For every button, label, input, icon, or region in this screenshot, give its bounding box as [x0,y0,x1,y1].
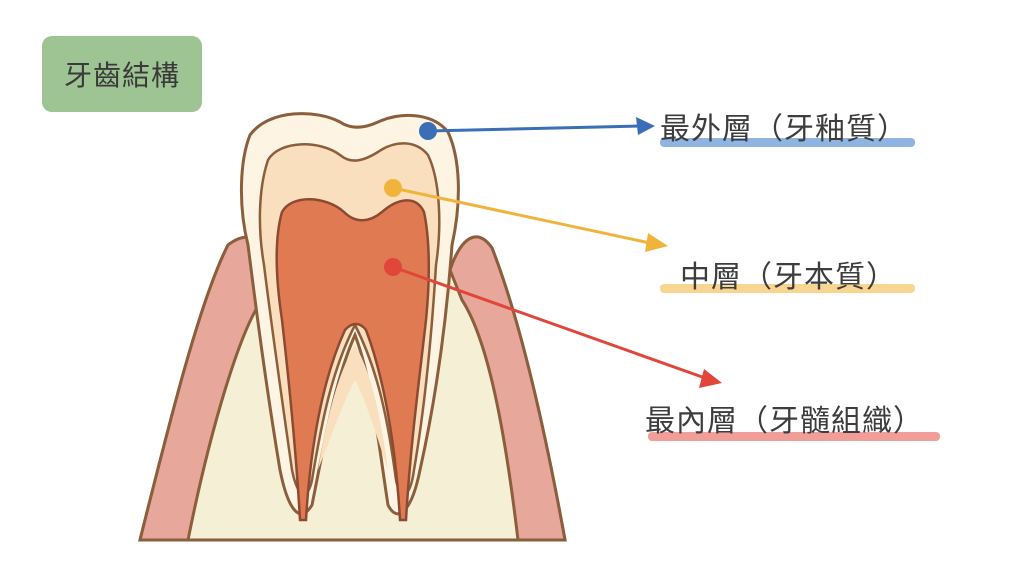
marker-middle [384,179,402,197]
arrow-outer [419,117,655,140]
label-inner: 最內層（牙髓組織） [645,404,924,439]
arrow-inner [384,258,722,388]
underline-middle [660,284,915,293]
tooth-pulp [275,198,431,522]
arrow-middle [384,179,668,252]
gum-right [448,235,567,542]
label-middle: 中層（牙本質） [680,260,897,295]
label-outer: 最外層（牙釉質） [660,112,908,147]
marker-inner [384,258,402,276]
underline-outer [660,138,915,147]
root-gap [318,345,388,470]
page-title: 牙齒結構 [63,59,180,92]
underline-inner [648,432,940,441]
marker-outer [419,122,437,140]
title-badge: 牙齒結構 [42,36,202,112]
